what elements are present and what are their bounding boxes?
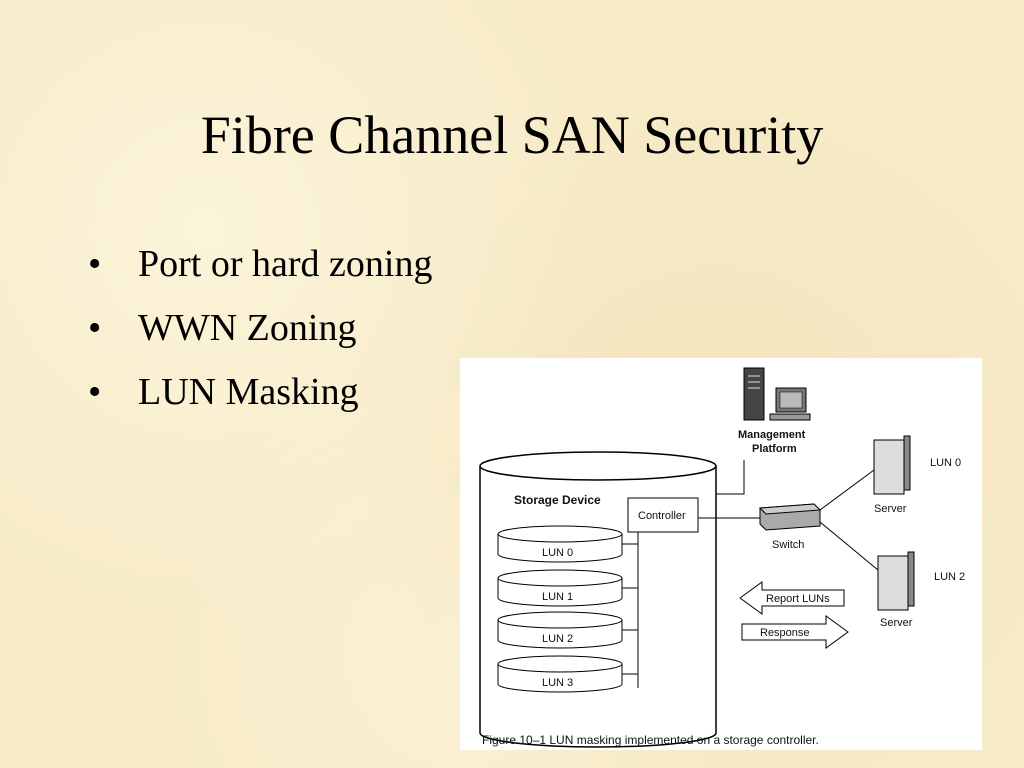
bullet-icon: • (88, 243, 102, 285)
bullet-list: • Port or hard zoning • WWN Zoning • LUN Ma… (88, 232, 432, 424)
lun-label: LUN 3 (542, 677, 573, 689)
lun-masking-figure: Management Platform Storage Device Contr… (460, 358, 982, 750)
server-icon (877, 551, 915, 611)
server-lun-label: LUN 0 (930, 457, 961, 469)
bullet-item: • LUN Masking (88, 360, 432, 424)
figure-caption: Figure 10–1 LUN masking implemented on a… (482, 733, 819, 747)
report-luns-arrow-icon (739, 581, 845, 615)
lun-label: LUN 0 (542, 547, 573, 559)
management-platform-label-2: Platform (752, 443, 797, 455)
lun-disk (497, 611, 638, 649)
controller-box (627, 497, 699, 533)
bullet-text: LUN Masking (138, 371, 359, 413)
response-label: Response (760, 627, 810, 639)
switch-server-link (819, 521, 879, 571)
bullet-text: Port or hard zoning (138, 243, 433, 285)
bullet-item: • Port or hard zoning (88, 232, 432, 296)
switch-label: Switch (772, 539, 804, 551)
lun-label: LUN 1 (542, 591, 573, 603)
management-platform-label-1: Management (738, 429, 806, 441)
lun-disk (497, 525, 638, 563)
server-icon (873, 435, 911, 495)
bullet-icon: • (88, 307, 102, 349)
response-arrow-icon (741, 615, 849, 649)
bullet-text: WWN Zoning (138, 307, 357, 349)
lun-disk (497, 655, 638, 693)
slide-title: Fibre Channel SAN Security (200, 105, 824, 165)
server-label: Server (880, 617, 913, 629)
switch-icon (758, 503, 822, 531)
controller-label: Controller (638, 510, 686, 522)
switch-server-link (819, 469, 875, 511)
lun-label: LUN 2 (542, 633, 573, 645)
server-lun-label: LUN 2 (934, 571, 965, 583)
report-luns-label: Report LUNs (766, 593, 830, 605)
server-label: Server (874, 503, 907, 515)
bullet-icon: • (88, 371, 102, 413)
lun-disk (497, 569, 638, 607)
management-platform-icon (743, 367, 811, 421)
bullet-item: • WWN Zoning (88, 296, 432, 360)
storage-device-label: Storage Device (514, 493, 601, 507)
